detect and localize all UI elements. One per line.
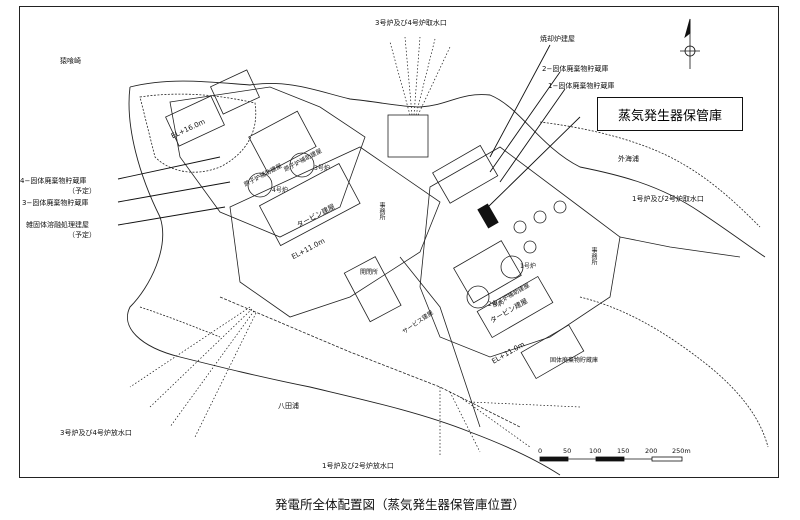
label-leader xyxy=(499,88,566,183)
steam-generator-storage-marker xyxy=(477,203,499,229)
scale-bar xyxy=(539,456,683,462)
intake-line xyxy=(415,38,436,116)
label-misc-solid: 雑固体溶融処理建屋 xyxy=(26,221,89,229)
building-el16 xyxy=(165,95,225,147)
outfall-line xyxy=(149,308,253,408)
label-solid-store: 固体廃棄物貯蔵庫 xyxy=(550,357,599,364)
hill-southwest xyxy=(139,306,221,338)
coastline xyxy=(129,80,766,258)
label-unit2: 2号炉 xyxy=(488,301,504,308)
label-hatada: 八田浦 xyxy=(278,402,299,410)
label-solid-waste-3: 3−固体廃棄物貯蔵庫 xyxy=(22,199,89,207)
dome-unit1 xyxy=(500,255,524,279)
building-incinerator xyxy=(432,144,499,204)
scale-tick-250: 250m xyxy=(672,447,691,455)
label-admin-a: 事務所 xyxy=(378,202,385,220)
label-unit34-outfall: 3号炉及び4号炉放水口 xyxy=(60,429,132,437)
figure-caption: 発電所全体配置図（蒸気発生器保管庫位置） xyxy=(274,497,525,512)
intake-line xyxy=(389,41,411,116)
building-admin-12 xyxy=(520,324,585,380)
label-unit34-intake: 3号炉及び4号炉取水口 xyxy=(375,19,447,27)
tank xyxy=(553,200,567,214)
building-waste-4 xyxy=(210,69,260,115)
label-incinerator: 焼却炉建屋 xyxy=(540,35,575,43)
label-unit12-intake: 1号炉及び2号炉取水口 xyxy=(632,195,704,203)
scale-tick-100: 100 xyxy=(589,447,602,455)
outfall-line xyxy=(129,306,251,388)
label-leader xyxy=(117,206,226,226)
callout-leader xyxy=(487,116,581,208)
tank xyxy=(513,220,527,234)
dome-unit3 xyxy=(289,152,315,178)
tank xyxy=(533,210,547,224)
building-reactor-34 xyxy=(248,110,317,173)
label-solid-waste-1: 1−固体廃棄物貯蔵庫 xyxy=(548,82,615,90)
site-map: 3号炉及び4号炉取水口 焼却炉建屋 2−固体廃棄物貯蔵庫 1−固体廃棄物貯蔵庫 … xyxy=(19,6,779,478)
outfall-line xyxy=(459,396,531,448)
intake-line xyxy=(404,36,413,116)
label-unit4: 4号炉 xyxy=(272,187,288,194)
upper-platform xyxy=(169,86,366,238)
scale-tick-150: 150 xyxy=(617,447,630,455)
outfall-line xyxy=(169,310,255,428)
label-sotomakiura: 外海浦 xyxy=(618,155,639,163)
outfall-line xyxy=(194,312,257,438)
building-reactor-12 xyxy=(453,240,522,304)
label-leader xyxy=(117,156,221,180)
label-switchyard: 開閉所 xyxy=(360,269,379,276)
label-unit3: 3号炉 xyxy=(314,165,330,172)
label-unit12-outfall: 1号炉及び2号炉放水口 xyxy=(322,462,394,470)
scale-tick-200: 200 xyxy=(645,447,658,455)
dome-unit2 xyxy=(466,285,490,309)
hill-northeast xyxy=(539,121,761,228)
label-leader xyxy=(489,44,551,158)
label-solid-waste-4: 4−固体廃棄物貯蔵庫 xyxy=(20,177,87,185)
intake-line xyxy=(413,36,421,116)
tank xyxy=(523,240,537,254)
road xyxy=(619,236,741,258)
breakwater xyxy=(219,296,521,428)
label-kaname: 猿喰崎 xyxy=(60,57,81,65)
label-unit1: 1号炉 xyxy=(520,263,536,270)
steam-generator-storage-callout: 蒸気発生器保管庫 xyxy=(597,97,743,131)
label-leader xyxy=(489,71,561,173)
hill-southeast xyxy=(579,296,769,448)
site-plan-drawing xyxy=(117,18,769,476)
scale-tick-0: 0 xyxy=(538,447,543,455)
label-leader xyxy=(117,181,231,203)
road xyxy=(399,256,481,428)
label-misc-solid-planned: （予定） xyxy=(68,231,96,239)
outfall-line xyxy=(449,391,481,453)
hill-northwest xyxy=(139,93,257,173)
label-solid-waste-2: 2−固体廃棄物貯蔵庫 xyxy=(542,65,609,73)
label-admin-b: 事務所 xyxy=(590,247,597,265)
coastline-south xyxy=(127,86,561,476)
building-turbine-12 xyxy=(476,275,554,339)
building-switchyard xyxy=(343,256,402,323)
building-turbine-34 xyxy=(258,163,361,247)
dome-unit4 xyxy=(247,172,273,198)
label-solid-waste-4-planned: （予定） xyxy=(68,187,96,195)
building-intake-34 xyxy=(387,114,429,158)
east-platform xyxy=(419,146,621,358)
scale-tick-50: 50 xyxy=(563,447,572,455)
outfall-line xyxy=(469,401,581,408)
north-arrow xyxy=(680,18,700,69)
